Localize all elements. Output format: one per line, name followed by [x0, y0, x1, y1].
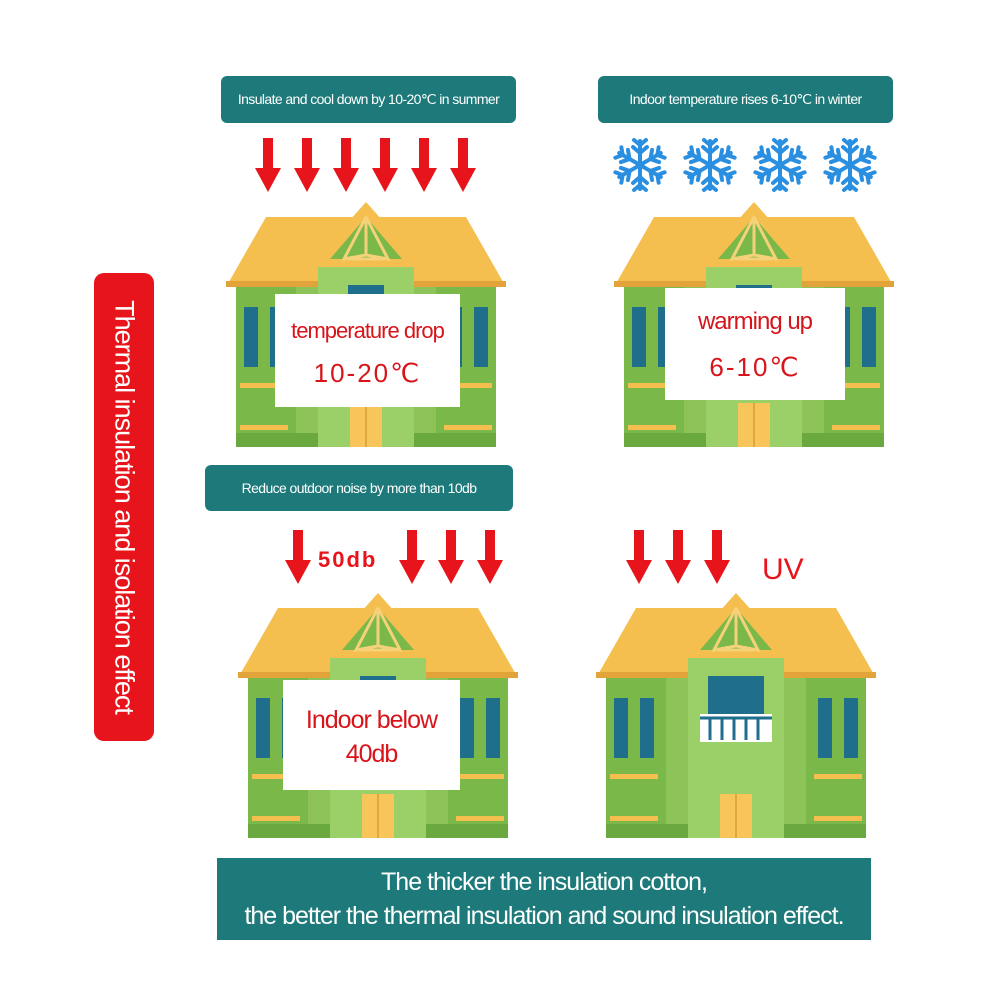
outdoor-noise-label: 50db [318, 547, 378, 572]
summer-banner: Insulate and cool down by 10-20℃ in summ… [221, 76, 516, 123]
summer-card-title: temperature drop [291, 318, 445, 343]
sidebar-title-panel: Thermal insulation and isolation effect [94, 273, 154, 741]
winter-banner-text: Indoor temperature rises 6-10℃ in winter [629, 91, 862, 107]
footer-line-1: The thicker the insulation cotton, [381, 868, 708, 896]
noise-banner-text: Reduce outdoor noise by more than 10db [241, 480, 477, 496]
summer-heat-arrows [255, 138, 476, 192]
noise-card-title: Indoor below [305, 706, 438, 734]
winter-snowflakes [615, 140, 875, 190]
uv-house-icon [594, 591, 878, 840]
footer-banner: The thicker the insulation cotton, the b… [217, 858, 871, 940]
uv-arrows [626, 530, 730, 584]
summer-banner-text: Insulate and cool down by 10-20℃ in summ… [237, 91, 500, 107]
noise-banner: Reduce outdoor noise by more than 10db [205, 465, 513, 511]
winter-card: warming up 6-10℃ [665, 288, 845, 400]
summer-card-value: 10-20℃ [313, 358, 422, 388]
winter-card-title: warming up [697, 308, 813, 335]
winter-card-value: 6-10℃ [709, 352, 801, 382]
summer-card: temperature drop 10-20℃ [275, 294, 460, 407]
winter-banner: Indoor temperature rises 6-10℃ in winter [598, 76, 893, 123]
noise-card-value: 40db [345, 740, 399, 768]
noise-card: Indoor below 40db [283, 680, 460, 790]
footer-line-2: the better the thermal insulation and so… [244, 902, 844, 930]
uv-label: UV [762, 553, 804, 586]
